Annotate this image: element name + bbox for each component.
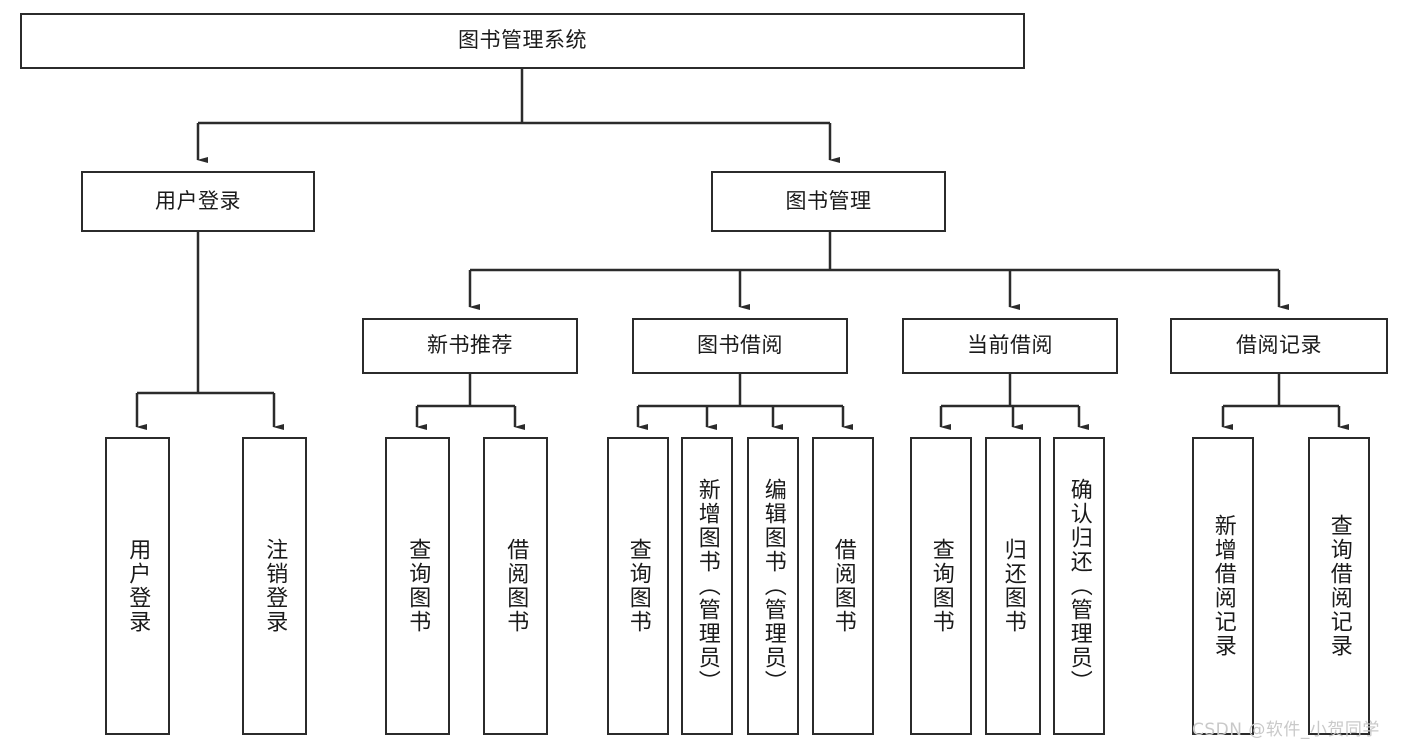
node-level2-1[interactable]: 图书管理 (711, 171, 946, 232)
node-label: 新增图书（管理员） (694, 478, 720, 694)
node-label: 确认归还（管理员） (1066, 478, 1092, 694)
node-leaf-11[interactable]: 新增借阅记录 (1192, 437, 1254, 735)
node-label: 编辑图书（管理员） (760, 478, 786, 694)
node-leaf-4[interactable]: 查询图书 (607, 437, 669, 735)
node-label: 借阅记录 (1236, 333, 1322, 358)
node-leaf-0[interactable]: 用户登录 (105, 437, 170, 735)
csdn-watermark: CSDN @软件_小贺同学 (1192, 720, 1380, 740)
node-level3-1[interactable]: 图书借阅 (632, 318, 848, 374)
node-leaf-1[interactable]: 注销登录 (242, 437, 307, 735)
node-label: 图书借阅 (697, 333, 783, 358)
node-label: 用户登录 (155, 188, 241, 213)
node-label: 查询图书 (928, 538, 954, 634)
node-label: 归还图书 (1000, 538, 1026, 634)
node-leaf-8[interactable]: 查询图书 (910, 437, 972, 735)
node-leaf-6[interactable]: 编辑图书（管理员） (747, 437, 799, 735)
node-label: 新书推荐 (427, 333, 513, 358)
node-leaf-2[interactable]: 查询图书 (385, 437, 450, 735)
node-level3-2[interactable]: 当前借阅 (902, 318, 1118, 374)
node-root[interactable]: 图书管理系统 (20, 13, 1025, 69)
node-label: 当前借阅 (967, 333, 1053, 358)
node-leaf-7[interactable]: 借阅图书 (812, 437, 874, 735)
node-label: 注销登录 (262, 538, 288, 634)
node-label: 图书管理 (785, 188, 872, 213)
node-leaf-10[interactable]: 确认归还（管理员） (1053, 437, 1105, 735)
node-level3-0[interactable]: 新书推荐 (362, 318, 578, 374)
node-label: 新增借阅记录 (1210, 514, 1236, 658)
node-label: 图书管理系统 (458, 28, 587, 53)
node-label: 借阅图书 (830, 538, 856, 634)
node-label: 查询借阅记录 (1326, 514, 1352, 658)
node-label: 查询图书 (405, 538, 431, 634)
node-label: 借阅图书 (503, 538, 529, 634)
node-level2-0[interactable]: 用户登录 (81, 171, 315, 232)
node-level3-3[interactable]: 借阅记录 (1170, 318, 1388, 374)
node-leaf-5[interactable]: 新增图书（管理员） (681, 437, 733, 735)
node-leaf-9[interactable]: 归还图书 (985, 437, 1041, 735)
node-label: 用户登录 (125, 538, 151, 634)
node-label: 查询图书 (625, 538, 651, 634)
node-leaf-3[interactable]: 借阅图书 (483, 437, 548, 735)
node-leaf-12[interactable]: 查询借阅记录 (1308, 437, 1370, 735)
